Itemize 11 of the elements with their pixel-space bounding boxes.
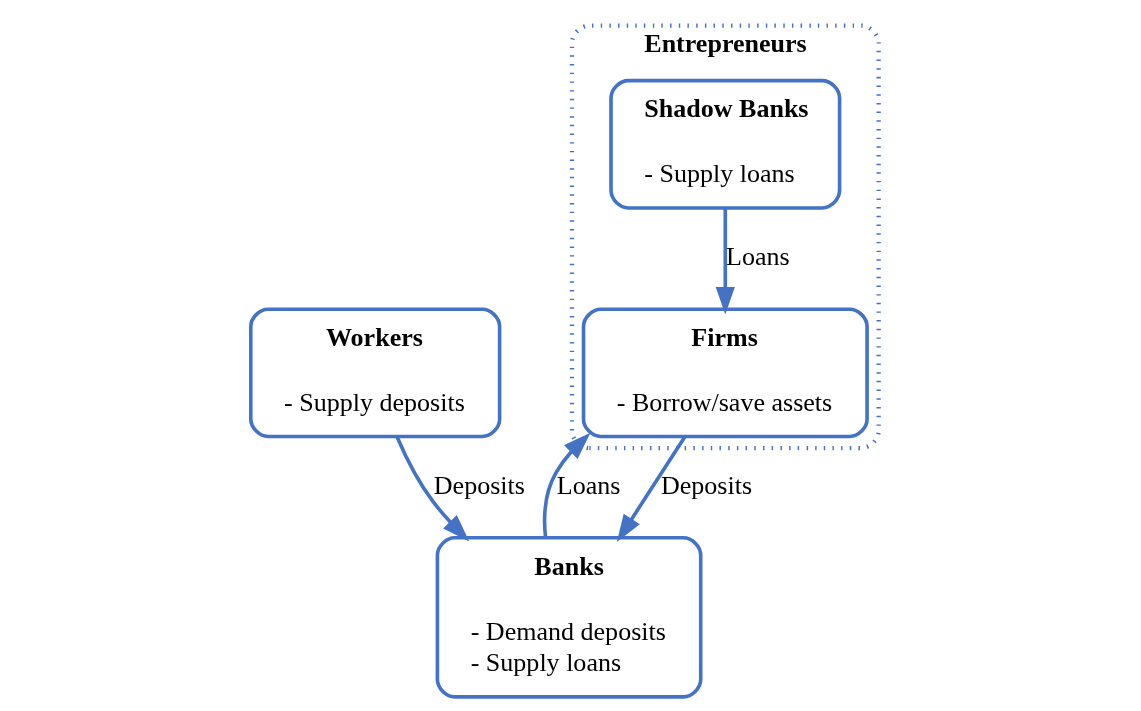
arrow [542, 432, 591, 538]
node-box: Firms - Borrow/save assets [581, 307, 869, 439]
arrow [616, 435, 687, 543]
node-box: Banks - Demand deposits - Supply loans [435, 535, 703, 699]
arrow [715, 208, 735, 315]
arrow [395, 436, 470, 542]
edge-label: Deposits [433, 470, 525, 500]
edge-label: Deposits [660, 470, 753, 500]
edge-label: Loans [556, 470, 621, 500]
node-box: Workers - Supply deposits [249, 307, 502, 439]
node-box: Shadow Banks - Supply loans [609, 78, 842, 210]
